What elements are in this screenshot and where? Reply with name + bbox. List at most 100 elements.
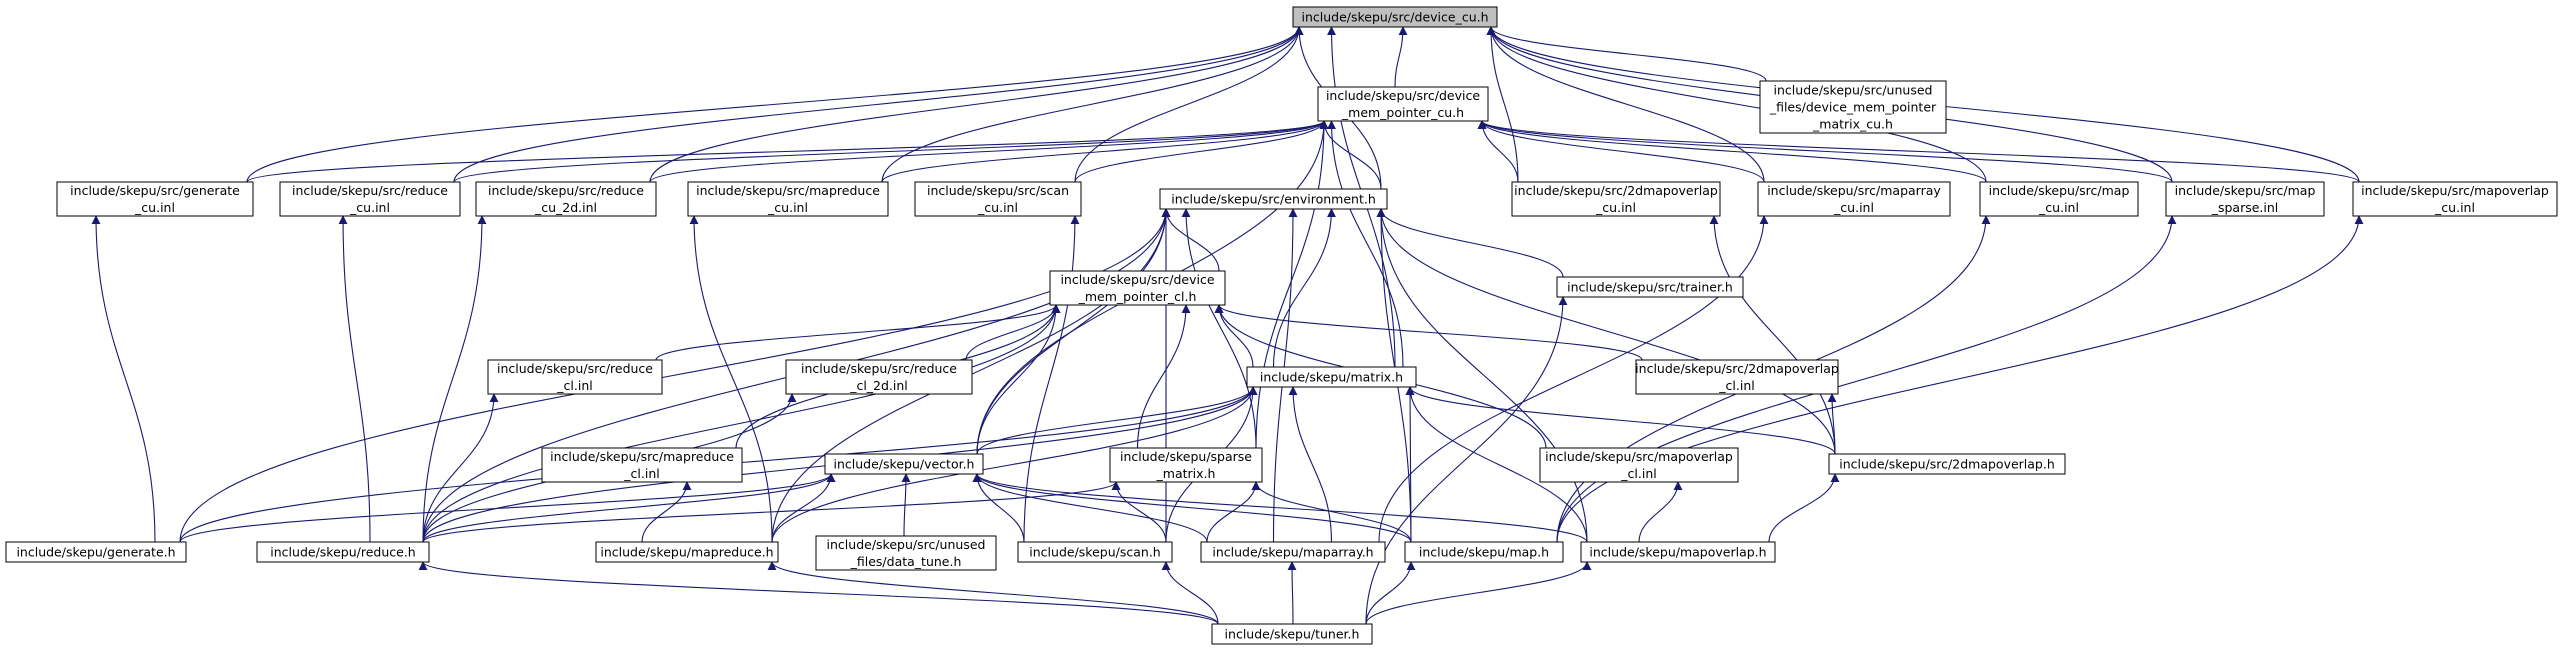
file-node-reduce-cl[interactable]: include/skepu/src/reduce_cl.inl [487, 359, 663, 395]
edge-arrow [246, 120, 1329, 183]
file-node-reduce-cu[interactable]: include/skepu/src/reduce_cu.inl [279, 181, 461, 217]
file-node-unused-device-mem-pointer-matrix-cu[interactable]: include/skepu/src/unused_files/device_me… [1759, 80, 1947, 134]
edge-arrow [422, 393, 499, 543]
file-node-reduce-cu-2d[interactable]: include/skepu/src/reduce _cu_2d.inl [475, 181, 657, 217]
file-node-generate-h[interactable]: include/skepu/generate.h [5, 541, 187, 563]
edge-arrow [1405, 386, 1836, 455]
node-label: _mem_pointer_cu.h [1341, 105, 1464, 120]
file-node-2dmapoverlap-cl[interactable]: include/skepu/src/2dmapoverlap_cl.inl [1635, 359, 1839, 395]
dependency-edge [1394, 26, 1408, 88]
dependency-edge [1161, 208, 1220, 272]
file-node-map-sparse[interactable]: include/skepu/src/map_sparse.inl [2165, 181, 2325, 217]
file-node-2dmapoverlap-h[interactable]: include/skepu/src/2dmapoverlap.h [1828, 453, 2066, 475]
node-label: _cu.inl [349, 200, 390, 215]
file-node-scan-cu[interactable]: include/skepu/src/scan_cu.inl [914, 181, 1082, 217]
file-node-unused-data-tune[interactable]: include/skepu/src/unused_files/data_tune… [815, 535, 997, 571]
node-label: include/skepu/src/reduce [801, 361, 957, 376]
node-box [1246, 366, 1417, 388]
edge-arrow [1405, 386, 1415, 543]
dependency-edge [1405, 386, 1836, 455]
node-box [1979, 181, 2139, 217]
node-label: include/skepu/src/reduce [488, 183, 644, 198]
node-box [2352, 181, 2558, 217]
edge-arrow [338, 215, 371, 543]
edge-arrow [1251, 481, 1412, 543]
edge-arrow [1486, 26, 1987, 183]
file-node-vector[interactable]: include/skepu/vector.h [824, 453, 984, 475]
node-label: _cu.inl [977, 200, 1018, 215]
dependency-edge [1074, 120, 1329, 183]
edge-arrow [1376, 208, 1588, 543]
file-node-maparray-h[interactable]: include/skepu/maparray.h [1200, 541, 1386, 563]
node-label: include/skepu/scan.h [1029, 545, 1160, 560]
dependency-edge [1319, 120, 1382, 190]
file-node-tuner[interactable]: include/skepu/tuner.h [1211, 623, 1373, 645]
edge-arrow [771, 473, 836, 543]
dependency-edge [976, 208, 1171, 455]
dependency-edge [1486, 26, 1767, 82]
file-node-sparse-matrix[interactable]: include/skepu/sparse_matrix.h [1109, 447, 1263, 483]
file-node-map-h[interactable]: include/skepu/map.h [1404, 541, 1564, 563]
edge-arrow [976, 304, 1061, 455]
node-box [785, 359, 973, 395]
dependency-edge [1206, 481, 1261, 543]
dependency-edge [1074, 26, 1304, 183]
node-label: include/skepu/src/unused [1774, 83, 1933, 98]
node-box [1159, 188, 1388, 210]
edge-arrow [655, 304, 1061, 361]
node-box [1211, 623, 1373, 645]
dependency-edge [453, 120, 1329, 183]
file-node-mapoverlap-cl[interactable]: include/skepu/src/mapoverlap_cl.inl [1539, 447, 1739, 483]
file-node-generate-cu[interactable]: include/skepu/src/generate_cu.inl [56, 181, 254, 217]
dependency-edge [246, 120, 1329, 183]
file-node-matrix[interactable]: include/skepu/matrix.h [1246, 366, 1417, 388]
file-node-device-mem-pointer-cl[interactable]: include/skepu/src/device_mem_pointer_cl.… [1049, 270, 1226, 306]
node-label: include/skepu/mapreduce.h [600, 545, 773, 560]
node-label: include/skepu/src/environment.h [1171, 192, 1376, 207]
edge-arrow [1161, 561, 1219, 625]
edge-arrow [881, 26, 1304, 183]
node-label: include/skepu/src/device [1326, 88, 1480, 103]
edge-arrow [179, 208, 1171, 543]
dependency-edge [422, 481, 1121, 543]
dependency-edge [422, 304, 1061, 543]
file-node-scan-h[interactable]: include/skepu/scan.h [1017, 541, 1173, 563]
edge-arrow [1477, 120, 2360, 183]
file-node-mapreduce-cl[interactable]: include/skepu/src/mapreduce_cl.inl [541, 447, 743, 483]
edge-arrow [972, 473, 1412, 543]
node-label: include/skepu/src/2dmapoverlap.h [1839, 457, 2055, 472]
dependency-edge [453, 26, 1304, 183]
file-node-reduce-h[interactable]: include/skepu/reduce.h [256, 541, 430, 563]
node-label: include/skepu/src/mapoverlap [1545, 449, 1733, 464]
file-node-mapoverlap-cu[interactable]: include/skepu/src/mapoverlap_cu.inl [2352, 181, 2558, 217]
node-box [279, 181, 461, 217]
dependency-edge [649, 120, 1329, 183]
file-node-device-cu[interactable]: include/skepu/src/device_cu.h [1292, 6, 1498, 28]
file-node-mapreduce-h[interactable]: include/skepu/mapreduce.h [595, 541, 779, 563]
dependency-edge [1638, 481, 1683, 543]
edge-arrow [1376, 208, 1836, 455]
edge-arrow [649, 120, 1329, 183]
file-node-device-mem-pointer-cu[interactable]: include/skepu/src/device _mem_pointer_cu.… [1317, 86, 1489, 122]
file-node-mapoverlap-h[interactable]: include/skepu/mapoverlap.h [1580, 541, 1776, 563]
file-node-environment[interactable]: include/skepu/src/environment.h [1159, 188, 1388, 210]
node-label: _cl_2d.inl [849, 378, 908, 393]
dependency-edge [1023, 215, 1080, 543]
node-label: _cu.inl [134, 200, 175, 215]
file-node-maparray-cu[interactable]: include/skepu/src/maparray_cu.inl [1757, 181, 1951, 217]
edge-arrow [1181, 208, 1257, 449]
edge-arrow [1074, 26, 1304, 183]
file-node-trainer[interactable]: include/skepu/src/trainer.h [1556, 276, 1744, 298]
file-node-map-cu[interactable]: include/skepu/src/map_cu.inl [1979, 181, 2139, 217]
node-label: include/skepu/tuner.h [1225, 627, 1360, 642]
node-box [1317, 86, 1489, 122]
node-box [1200, 541, 1386, 563]
node-label: _matrix_cu.h [1812, 117, 1893, 132]
file-node-2dmapoverlap-cu[interactable]: include/skepu/src/2dmapoverlap_cu.inl [1511, 181, 1721, 217]
file-node-reduce-cl-2d[interactable]: include/skepu/src/reduce _cl_2d.inl [785, 359, 973, 395]
node-label: _cu_2d.inl [534, 200, 597, 215]
edge-arrow [976, 386, 1258, 455]
dependency-edge [771, 386, 1258, 543]
edge-arrow [1709, 215, 1836, 455]
file-node-mapreduce-cu[interactable]: include/skepu/src/mapreduce_cu.inl [687, 181, 889, 217]
